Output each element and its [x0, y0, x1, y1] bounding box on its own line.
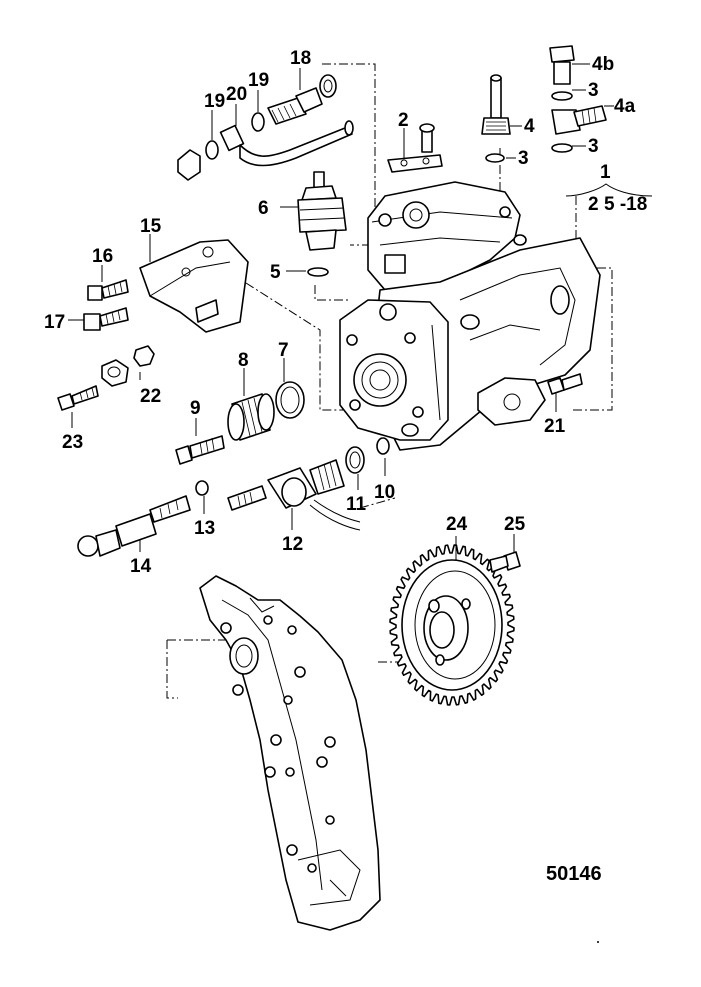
- callout-16: 16: [92, 246, 113, 267]
- leader-lines: [68, 63, 653, 560]
- callout-17: 17: [44, 312, 65, 333]
- bracket-part-15: [139, 239, 249, 333]
- callout-15: 15: [140, 216, 162, 237]
- bolt-part-9: [175, 435, 225, 465]
- callout-20: 20: [226, 84, 247, 105]
- callout-6: 6: [258, 198, 269, 219]
- callout-5-18: 5 -18: [604, 194, 647, 215]
- sprocket-part-24: [389, 544, 515, 706]
- callout-2-clamp: 2: [398, 110, 409, 131]
- seal-part-11: [345, 446, 365, 474]
- callout-2-kit: 2: [588, 194, 599, 215]
- solenoid-valve-part-6: [297, 171, 347, 277]
- fitting-part-14: [77, 495, 191, 557]
- speck-mark: [597, 941, 599, 943]
- bolt-part-23: [57, 385, 99, 411]
- callout-14: 14: [130, 556, 152, 577]
- callout-4a: 4a: [614, 96, 636, 117]
- callout-19-left: 19: [204, 91, 225, 112]
- callout-21: 21: [544, 416, 566, 437]
- banjo-fitting-parts: [481, 45, 607, 163]
- screw-part-16: [87, 279, 129, 301]
- callout-7: 7: [278, 340, 289, 361]
- callout-22: 22: [140, 386, 161, 407]
- callout-25: 25: [504, 514, 526, 535]
- plug-part-8: [227, 393, 275, 441]
- fuel-line-assembly: [177, 74, 354, 181]
- callout-5: 5: [270, 262, 281, 283]
- diagram-reference-number: 50146: [546, 863, 602, 885]
- washer-part-13: [195, 480, 209, 496]
- callout-9: 9: [190, 398, 201, 419]
- callout-1: 1: [600, 162, 611, 183]
- callout-24: 24: [446, 514, 468, 535]
- timing-cover-housing: [199, 575, 381, 931]
- bolt-part-21: [547, 373, 583, 395]
- callout-3-under-4a: 3: [588, 136, 599, 157]
- callout-4: 4: [524, 116, 535, 137]
- seal-part-7: [275, 381, 305, 419]
- callout-labels: 18 19 20 19 2 4 3 4b 3 4a 3 1 2 5 -18 6 …: [44, 48, 647, 577]
- callout-23: 23: [62, 432, 83, 453]
- callout-4b: 4b: [592, 54, 614, 75]
- nut-part-22: [101, 345, 155, 387]
- bolt-part-25: [489, 551, 521, 573]
- valve-part-12: [227, 459, 361, 531]
- callout-18: 18: [290, 48, 311, 69]
- callout-12: 12: [282, 534, 303, 555]
- callout-3-under-4b: 3: [588, 80, 599, 101]
- clamp-part-2: [387, 123, 443, 173]
- callout-11: 11: [346, 494, 367, 515]
- callout-19-right: 19: [248, 70, 269, 91]
- callout-3-under-4: 3: [518, 148, 529, 169]
- callout-8: 8: [238, 350, 249, 371]
- screw-part-17: [83, 307, 129, 331]
- callout-13: 13: [194, 518, 215, 539]
- washer-part-10: [376, 437, 390, 455]
- callout-10: 10: [374, 482, 395, 503]
- injection-pump-body: [339, 181, 601, 451]
